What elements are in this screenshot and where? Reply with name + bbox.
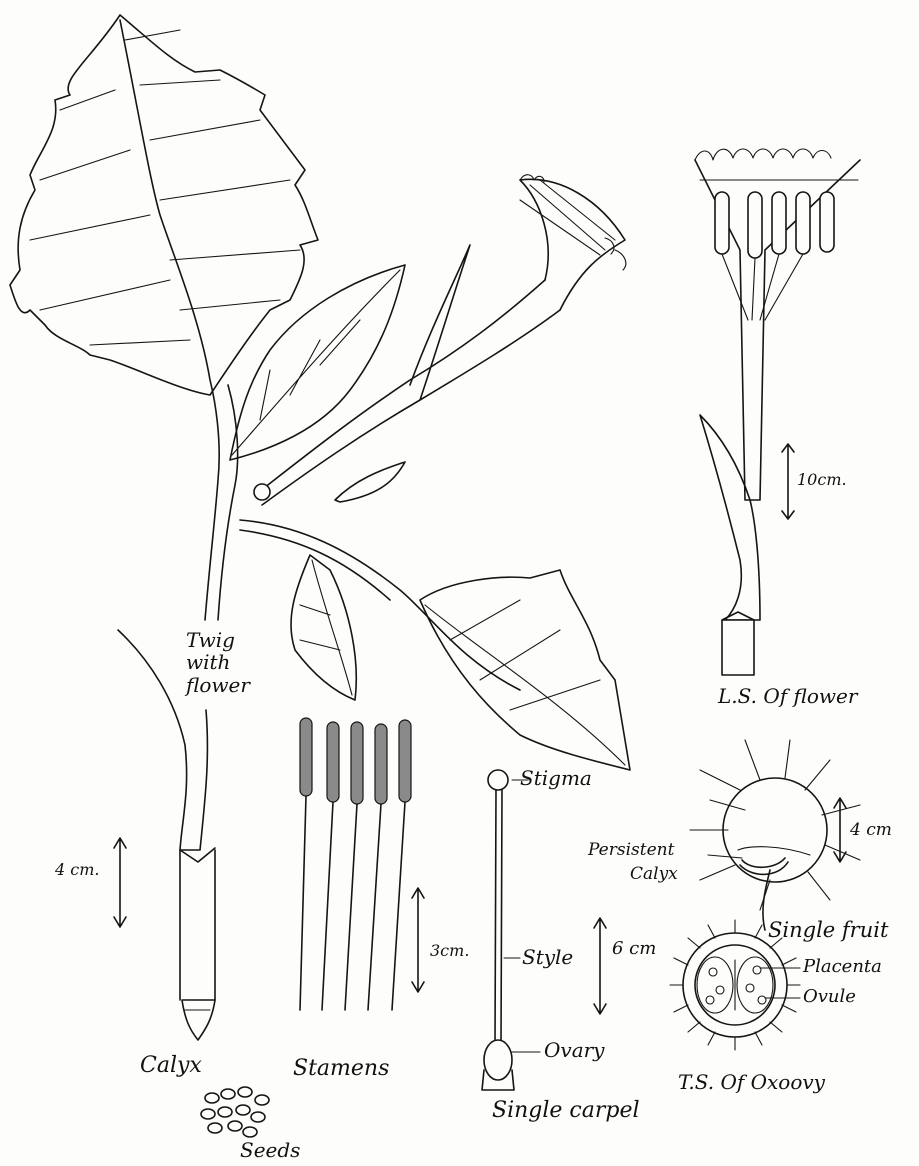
twig-label-line1: Twig: [186, 630, 235, 650]
persistent-calyx-label-line1: Persistent: [588, 842, 674, 859]
ovary-label: Ovary: [544, 1040, 604, 1060]
ls-flower-drawing: [695, 149, 860, 675]
seeds-drawing: [201, 1087, 269, 1137]
twig-label-line3: flower: [186, 675, 250, 695]
scale-6cm-label: 6 cm: [612, 940, 656, 958]
stigma-label: Stigma: [520, 768, 592, 788]
calyx-label: Calyx: [140, 1055, 202, 1077]
stamens-drawing: [300, 718, 424, 1010]
twig-label-line2: with: [186, 652, 230, 672]
stamens-label: Stamens: [293, 1058, 389, 1080]
placenta-label: Placenta: [803, 958, 882, 976]
ts-ovary-label: T.S. Of Oxoovy: [678, 1072, 825, 1092]
single-carpel-label: Single carpel: [492, 1100, 640, 1122]
twig-with-flower-drawing: [10, 15, 630, 770]
scale-10cm-label: 10cm.: [797, 472, 847, 488]
scale-4cm-calyx-label: 4 cm.: [55, 862, 99, 878]
ls-flower-label: L.S. Of flower: [718, 686, 857, 706]
seeds-label: Seeds: [240, 1140, 300, 1160]
persistent-calyx-label-line2: Calyx: [630, 866, 678, 883]
scale-4cm-fruit-label: 4 cm: [850, 822, 892, 839]
single-fruit-drawing: [690, 740, 860, 930]
scale-3cm-label: 3cm.: [430, 943, 469, 959]
style-label: Style: [522, 947, 573, 967]
ovule-label: Ovule: [803, 988, 856, 1006]
single-fruit-label: Single fruit: [768, 920, 888, 941]
